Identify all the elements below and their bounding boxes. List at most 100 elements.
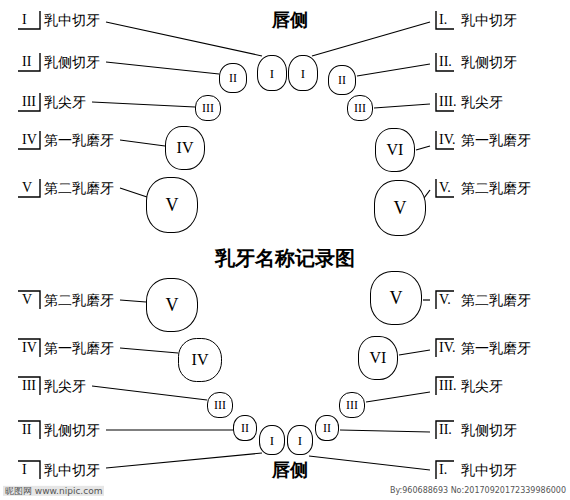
quadrant-numeral: II	[22, 54, 31, 70]
tooth-numeral: V	[166, 296, 179, 314]
tooth-name: 第二乳磨牙	[461, 180, 531, 196]
quadrant-bracket	[18, 53, 40, 71]
tooth-outline: II	[315, 415, 339, 441]
tooth-name: 乳尖牙	[44, 378, 86, 394]
quadrant-numeral: II.	[439, 422, 452, 438]
tooth-numeral: I	[270, 434, 274, 447]
quadrant-bracket	[436, 291, 454, 309]
tooth-name: 第一乳磨牙	[461, 340, 531, 356]
tooth-name: 乳侧切牙	[44, 422, 100, 438]
watermark: 昵图网 www.nipic.com	[3, 486, 104, 496]
tooth-name: 第二乳磨牙	[44, 292, 114, 308]
leader-lines	[92, 22, 430, 470]
tooth-name: 第一乳磨牙	[461, 132, 531, 148]
quadrant-numeral: V.	[439, 180, 451, 196]
quadrant-numeral: V	[22, 292, 32, 308]
quadrant-numeral: IV	[22, 340, 37, 356]
quadrant-bracket	[18, 461, 40, 479]
tooth-name: 乳中切牙	[44, 462, 100, 478]
tooth-numeral: VI	[370, 350, 387, 366]
quadrant-bracket	[18, 421, 40, 439]
tooth-numeral: III	[214, 399, 226, 411]
quadrant-bracket	[18, 93, 40, 111]
quadrant-bracket	[436, 179, 454, 197]
quadrant-numeral: IV.	[439, 340, 455, 356]
watermark: By:960688693 No:20170920172339986000	[390, 486, 566, 495]
tooth-outline: III	[195, 95, 221, 121]
tooth-numeral: I	[270, 67, 274, 80]
side-label: 唇侧	[272, 460, 308, 481]
tooth-outline: VI	[375, 128, 415, 172]
quadrant-bracket	[18, 131, 40, 149]
tooth-name: 第一乳磨牙	[44, 132, 114, 148]
tooth-numeral: VI	[387, 142, 404, 158]
tooth-outline: IV	[178, 338, 222, 382]
tooth-numeral: IV	[192, 352, 209, 368]
quadrant-brackets	[18, 11, 454, 479]
tooth-name: 乳侧切牙	[461, 422, 517, 438]
tooth-numeral: V	[394, 199, 407, 217]
tooth-outline: V	[374, 180, 426, 236]
tooth-name: 乳尖牙	[44, 94, 86, 110]
tooth-name: 乳侧切牙	[461, 54, 517, 70]
tooth-outline: I	[287, 425, 313, 455]
tooth-name: 乳中切牙	[461, 12, 517, 28]
tooth-name: 乳中切牙	[461, 462, 517, 478]
quadrant-numeral: II	[22, 422, 31, 438]
tooth-outline: V	[146, 278, 198, 332]
quadrant-bracket	[436, 421, 454, 439]
quadrant-numeral: IV.	[439, 132, 455, 148]
tooth-outline: V	[146, 177, 198, 233]
quadrant-bracket	[18, 339, 40, 357]
tooth-name: 第一乳磨牙	[44, 340, 114, 356]
tooth-name: 第二乳磨牙	[461, 292, 531, 308]
side-label: 唇侧	[272, 10, 308, 31]
quadrant-bracket	[18, 291, 40, 309]
quadrant-bracket	[436, 461, 454, 479]
tooth-outline: I	[288, 55, 318, 91]
tooth-outline: II	[219, 63, 247, 93]
tooth-numeral: II	[323, 422, 331, 434]
tooth-outline: II	[328, 65, 356, 95]
tooth-name: 第二乳磨牙	[44, 180, 114, 196]
quadrant-numeral: V.	[439, 292, 451, 308]
quadrant-numeral: I.	[439, 462, 447, 478]
tooth-outline: III	[347, 95, 373, 121]
tooth-name: 乳中切牙	[44, 12, 100, 28]
tooth-name: 乳尖牙	[461, 94, 503, 110]
tooth-numeral: IV	[177, 140, 194, 156]
quadrant-numeral: I	[22, 462, 27, 478]
quadrant-numeral: III	[22, 378, 36, 394]
quadrant-numeral: II.	[439, 54, 452, 70]
tooth-numeral: V	[390, 289, 403, 307]
tooth-outline: II	[233, 415, 257, 441]
tooth-outline: I	[257, 55, 287, 91]
quadrant-numeral: III.	[439, 94, 457, 110]
quadrant-bracket	[436, 11, 454, 29]
tooth-name: 乳尖牙	[461, 378, 503, 394]
tooth-numeral: III	[202, 102, 214, 114]
chart-title: 乳牙名称记录图	[215, 247, 355, 270]
quadrant-numeral: III	[22, 94, 36, 110]
tooth-numeral: I	[298, 434, 302, 447]
quadrant-bracket	[436, 53, 454, 71]
tooth-numeral: III	[346, 399, 358, 411]
tooth-numeral: V	[166, 196, 179, 214]
tooth-outline: IV	[165, 126, 205, 170]
tooth-outline: I	[259, 425, 285, 455]
quadrant-numeral: IV	[22, 132, 37, 148]
tooth-numeral: III	[354, 102, 366, 114]
tooth-name: 乳侧切牙	[44, 54, 100, 70]
quadrant-numeral: I	[22, 12, 27, 28]
quadrant-numeral: V	[22, 180, 32, 196]
quadrant-bracket	[18, 179, 40, 197]
tooth-outline: III	[339, 392, 365, 418]
tooth-outline: VI	[358, 336, 398, 380]
tooth-numeral: I	[301, 67, 305, 80]
tooth-numeral: II	[338, 74, 346, 86]
tooth-numeral: II	[241, 422, 249, 434]
quadrant-bracket	[18, 377, 40, 395]
tooth-outline: III	[207, 392, 233, 418]
quadrant-bracket	[18, 11, 40, 29]
tooth-outline: V	[370, 271, 422, 325]
